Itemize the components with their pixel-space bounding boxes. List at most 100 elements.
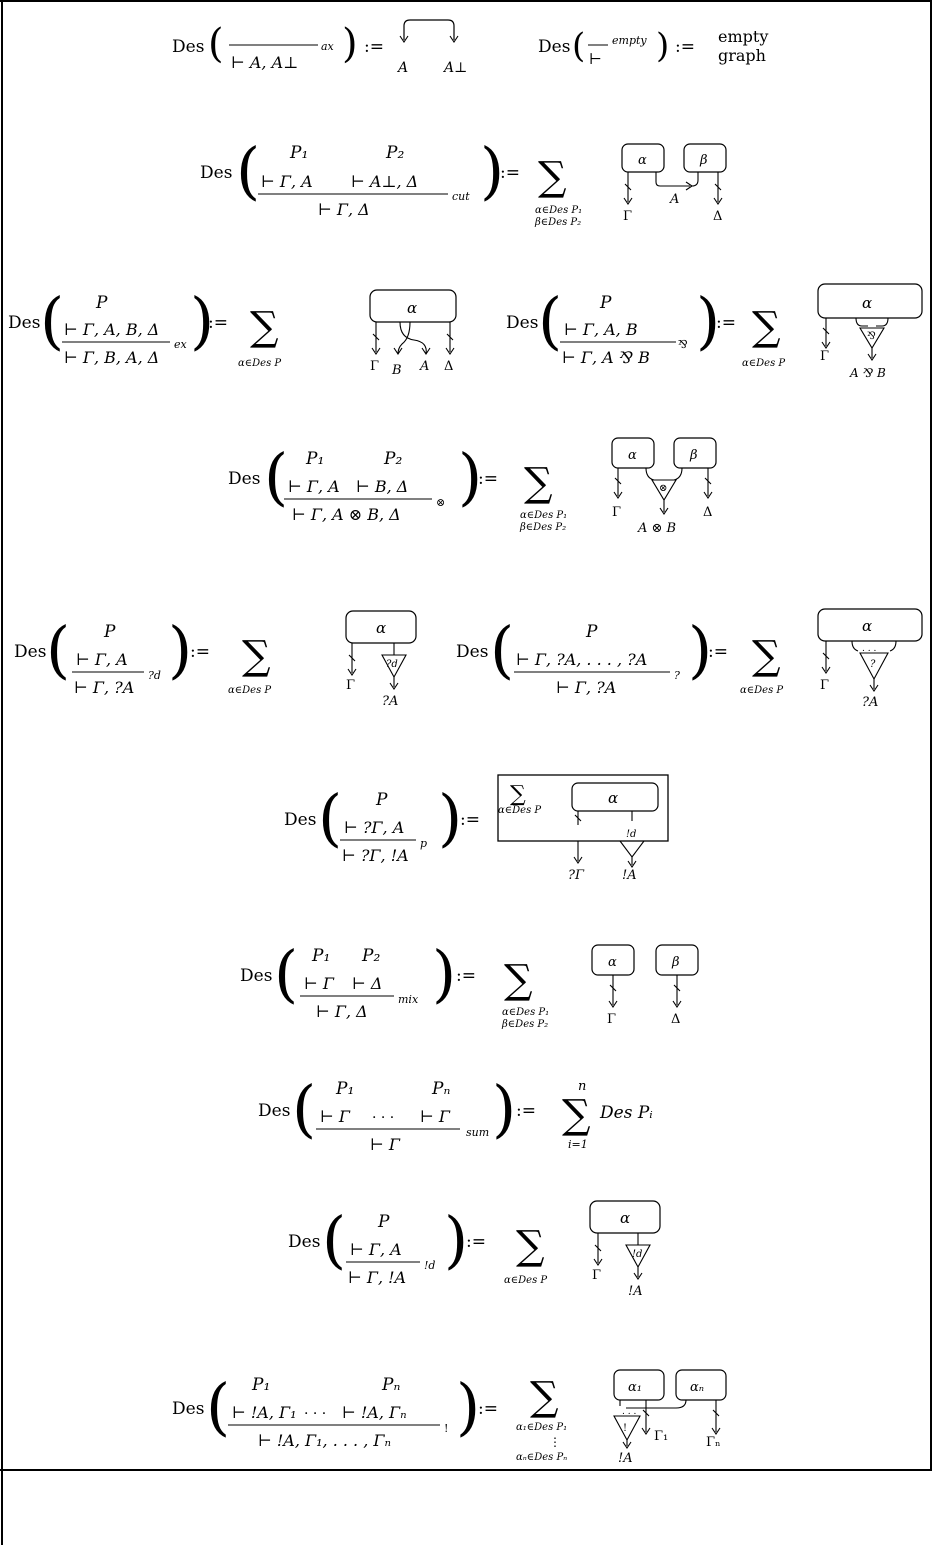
par-node-label: ⅋ [867,331,876,342]
paren-close: ) [696,284,720,357]
conclusion: ⊢ !A, Γ₁, . . . , Γₙ [258,1431,391,1450]
box-label-2: β [671,955,680,970]
premise-n: ⊢ !A, Γₙ [342,1403,407,1422]
par-node [859,327,885,350]
rule-sum: Des ( P₁ Pₙ ⊢ Γ · · · ⊢ Γ ⊢ Γ sum ) := n… [258,1072,653,1154]
sum-symbol: ∑ [524,460,553,506]
sum-symbol: ∑ [516,1223,545,1269]
contraction-dots: . . . [622,1407,636,1417]
premise-1: ⊢ !A, Γ₁ [232,1403,297,1422]
rule-why-not: Des ( P ⊢ Γ, A ⊢ Γ, ?A ?d ) := ∑ α∈Des P… [14,608,923,710]
des-label: Des [456,642,488,662]
premise: ⊢ Γ, A [76,650,128,669]
box-label: α [862,294,872,312]
out-why-not-a: ?A [862,695,878,710]
premise: ⊢ Γ, A [350,1240,402,1259]
box-label: α [608,789,618,807]
sum-symbol: ∑ [752,633,781,679]
sum-symbol: ∑ [752,304,781,350]
premise-proof-1: P₁ [305,449,324,469]
des-label: Des [538,37,570,57]
des-label: Des [200,163,232,183]
paren-open: ( [318,781,342,854]
box-label: α [620,1209,630,1227]
box-label: α [862,617,872,635]
box-label: α [407,299,417,317]
paren-open: ( [538,284,562,357]
premise-proof: P [103,622,116,642]
paren-open: ( [46,613,70,686]
premise-proof: P [377,1212,390,1232]
rule-name: cut [452,190,470,203]
paren-open: ( [264,440,288,513]
box-label-1: α [628,448,637,463]
paren-close: ) [456,1370,480,1443]
premise-n: ⊢ Γ [420,1107,451,1126]
rule-of-course-dereliction: Des ( P ⊢ Γ, A ⊢ Γ, !A !d ) := ∑ α∈Des P… [288,1200,661,1299]
sum-sub: i=1 [568,1138,588,1151]
empty-graph-line1: empty [718,27,768,46]
premise-1: ⊢ Γ [320,1107,351,1126]
premise-proof: P [585,622,598,642]
des-label: Des [258,1101,290,1121]
premise-2: ⊢ Δ [352,974,382,993]
out-gamma: Γ [346,678,355,693]
conclusion: ⊢ Γ, B, A, Δ [64,348,159,367]
premise-2: ⊢ B, Δ [356,477,408,496]
rule-name: ? [674,669,680,682]
paren-open: ( [236,134,260,207]
out-gamma: Γ [592,1268,601,1283]
premise-proof: P [95,293,108,313]
assign: := [466,1232,486,1252]
des-label: Des [288,1232,320,1252]
out-delta: Δ [713,209,722,224]
paren-open: ( [274,937,298,1010]
box-alpha [611,437,655,469]
paren-open: ( [206,1370,230,1443]
out-delta: Δ [671,1012,680,1027]
premise: ⊢ Γ, ?A, . . . , ?A [516,650,647,669]
paren-open: ( [322,1203,346,1276]
paren-open: ( [490,613,514,686]
exchange-wires [397,321,427,355]
premise-proof-1: P₁ [289,143,308,163]
box-alpha [571,782,659,812]
sum-sub-2: β∈Des P₂ [501,1019,548,1030]
axiom-link [403,19,455,40]
box-label-1: α [638,153,647,168]
rule-name: mix [398,993,419,1006]
sum-body: Des Pᵢ [599,1103,653,1123]
box-alpha-n [675,1369,727,1401]
conclusion: ⊢ Γ, ?A [556,678,616,697]
tensor-node-label: ⊗ [659,483,667,494]
out-of-course-a: !A [628,1284,643,1299]
box-alpha-1 [613,1369,665,1401]
out-delta: Δ [444,359,453,374]
empty-graph-line2: graph [718,46,766,65]
conclusion: ⊢ Γ, A ⅋ B [562,348,650,367]
box-beta [683,143,727,173]
des-label: Des [172,1399,204,1419]
why-not-dereliction-node [381,654,407,679]
out-why-not-gamma: ?Γ [568,868,585,883]
sum-symbol: ∑ [242,633,271,679]
wire-delta [713,172,723,205]
premise-proof: P [599,293,612,313]
rule-ex-par: Des ( P ⊢ Γ, A, B, Δ ⊢ Γ, B, A, Δ ex ) :… [8,283,923,380]
sum-sub: α∈Des P [238,358,281,369]
paren-close: ) [458,440,482,513]
node-label: ? [870,659,876,670]
promotion-node [618,840,646,858]
des-label: Des [240,966,272,986]
out-gamma-n: Γₙ [706,1435,721,1450]
atom-right: A⊥ [442,60,467,76]
conclusion: ⊢ Γ, Δ [316,1002,368,1021]
assign: := [190,642,210,662]
assign: := [456,966,476,986]
out-gamma: Γ [623,209,632,224]
premise-1: ⊢ Γ, A [288,477,340,496]
premise: ⊢ ?Γ, A [344,818,404,837]
rule-ax: Des ( ⊢ A, A⊥ ax ) := A A⊥ Des ( ⊢ empty… [172,19,768,76]
node-label: ?d [386,659,398,670]
